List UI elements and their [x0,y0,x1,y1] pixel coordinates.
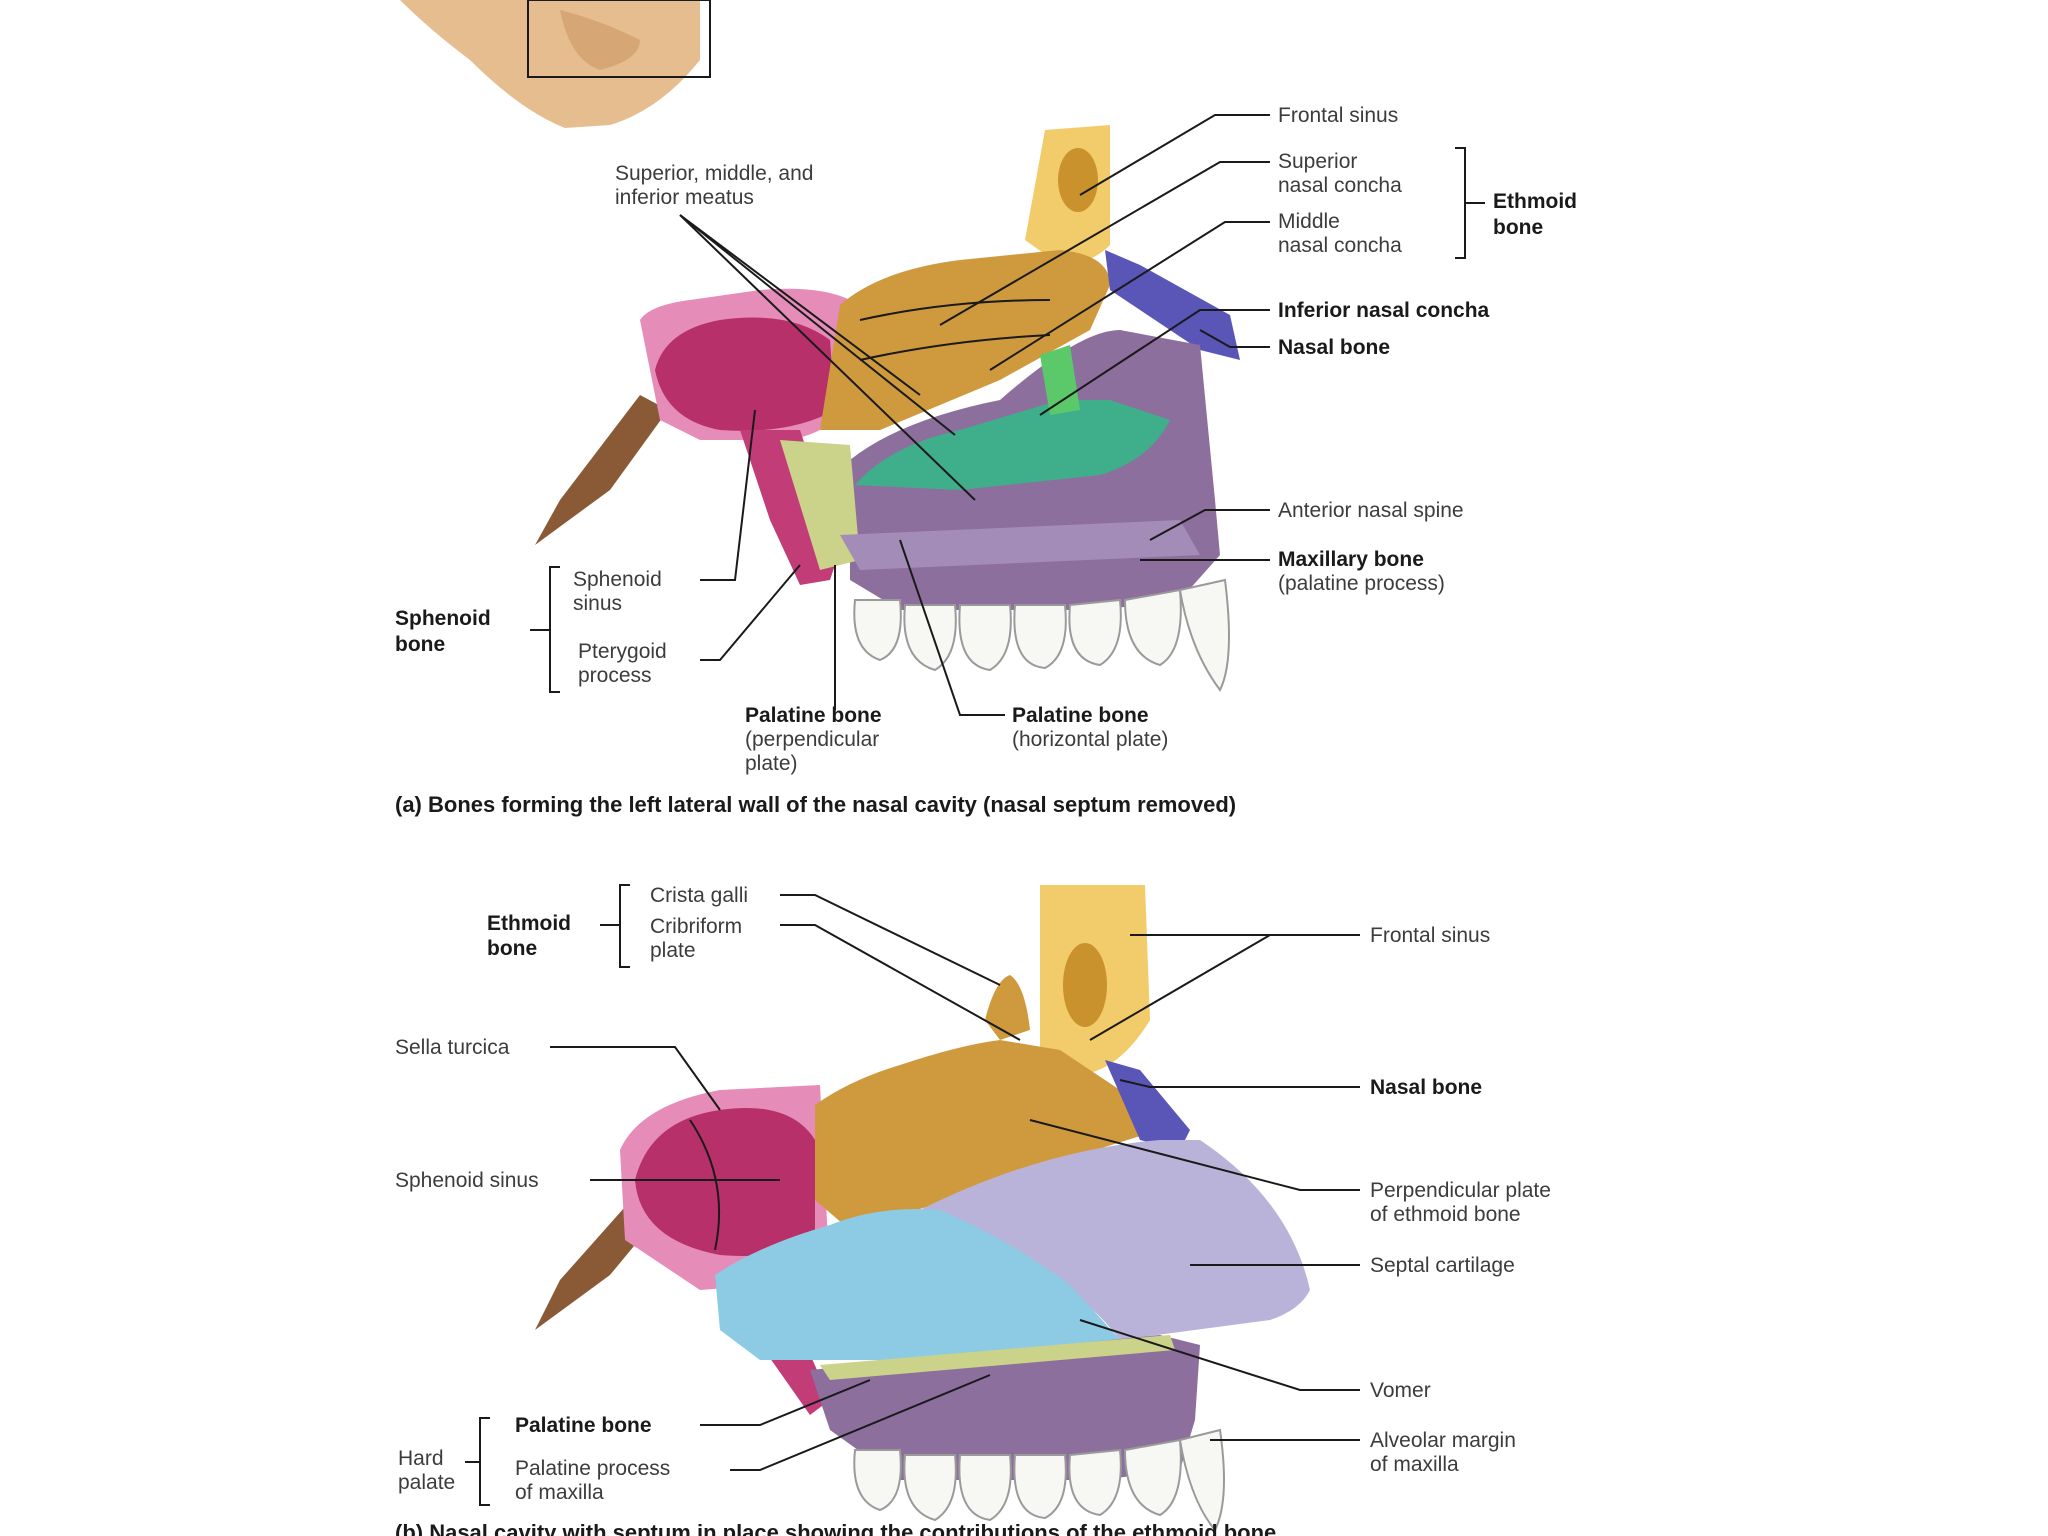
a-label-palatine-horiz-line1: Palatine bone [1012,704,1149,727]
b-label-cribriform-line2: plate [650,939,696,962]
b-label-alveolar-line1: Alveolar margin [1370,1429,1516,1452]
b-label-hard-palate-line2: palate [398,1471,455,1494]
a-pterygoid-spike [535,395,668,545]
b-label-palatine-bone: Palatine bone [515,1414,652,1437]
a-label-anterior-spine: Anterior nasal spine [1278,499,1464,522]
b-frontal-sinus-cavity [1063,943,1107,1027]
a-label-ethmoid-line1: Ethmoid [1493,190,1577,213]
a-inferior-concha [855,400,1170,490]
a-label-sphenoid-bone-line2: bone [395,633,445,656]
b-label-perp-plate-line1: Perpendicular plate [1370,1179,1551,1202]
b-teeth [853,1428,1225,1532]
b-label-septal-cartilage: Septal cartilage [1370,1254,1515,1277]
a-frontal-sinus-cavity [1058,148,1098,212]
figure-a-illustration [535,125,1240,692]
a-label-palatine-perp-line1: Palatine bone [745,704,882,727]
b-label-ethmoid-line2: bone [487,937,537,960]
a-label-superior-concha-line2: nasal concha [1278,174,1402,197]
a-label-superior-concha-line1: Superior [1278,150,1357,173]
b-label-sphenoid-sinus: Sphenoid sinus [395,1169,539,1192]
a-label-sphenoid-sinus-line1: Sphenoid [573,568,662,591]
b-palatine-strip [820,1335,1175,1380]
b-septal-cartilage [920,1140,1310,1340]
b-crista-galli [985,975,1030,1040]
a-teeth [853,578,1230,692]
a-palate-strip [840,520,1200,570]
a-label-middle-concha-line1: Middle [1278,210,1340,233]
a-label-maxillary-line2: (palatine process) [1278,572,1445,595]
b-label-vomer: Vomer [1370,1379,1431,1402]
a-label-maxillary-line1: Maxillary bone [1278,548,1424,571]
a-label-inferior-concha: Inferior nasal concha [1278,299,1490,322]
figure-b-caption: (b) Nasal cavity with septum in place sh… [395,1520,1276,1536]
a-label-sphenoid-sinus-line2: sinus [573,592,622,615]
b-label-sella-turcica: Sella turcica [395,1036,510,1059]
b-label-nasal-bone: Nasal bone [1370,1076,1482,1099]
figure-a-caption: (a) Bones forming the left lateral wall … [395,792,1236,817]
figure-b-labels: Crista galli Cribriform plate Ethmoid bo… [395,884,1551,1536]
a-label-middle-concha-line2: nasal concha [1278,234,1402,257]
a-label-pterygoid-line1: Pterygoid [578,640,667,663]
a-label-frontal-sinus: Frontal sinus [1278,104,1398,127]
b-ethmoid-perpendicular-plate [815,1040,1160,1230]
a-label-palatine-perp-line3: plate) [745,752,798,775]
b-label-frontal-sinus: Frontal sinus [1370,924,1490,947]
b-label-ethmoid-line1: Ethmoid [487,912,571,935]
figure-a-labels: Frontal sinus Superior, middle, and infe… [395,104,1577,817]
a-label-pterygoid-line2: process [578,664,652,687]
figure-a-leader-lines [530,114,1485,716]
a-label-nasal-bone: Nasal bone [1278,336,1390,359]
thumbnail-highlight-box [527,0,711,78]
a-label-palatine-perp-line2: (perpendicular [745,728,879,751]
b-sphenoid-sinus [635,1108,815,1256]
figure-b-leader-lines [465,884,1360,1506]
a-label-ethmoid-line2: bone [1493,216,1543,239]
b-label-perp-plate-line2: of ethmoid bone [1370,1203,1521,1226]
a-label-meatus-line1: Superior, middle, and [615,162,813,185]
b-vomer [715,1209,1125,1360]
a-label-meatus-line2: inferior meatus [615,186,754,209]
b-label-crista-galli: Crista galli [650,884,748,907]
b-label-cribriform-line1: Cribriform [650,915,742,938]
a-sphenoid-sinus [655,317,835,431]
a-palatine-plate [780,440,860,570]
b-label-palatine-process-line2: of maxilla [515,1481,604,1504]
b-nasal-bone [1105,1060,1190,1150]
b-label-hard-palate-line1: Hard [398,1447,444,1470]
figure-b-illustration [535,885,1310,1532]
a-label-palatine-horiz-line2: (horizontal plate) [1012,728,1168,751]
a-label-sphenoid-bone-line1: Sphenoid [395,607,491,630]
skull-thumbnail [400,0,711,128]
b-label-palatine-process-line1: Palatine process [515,1457,670,1480]
b-label-alveolar-line2: of maxilla [1370,1453,1459,1476]
